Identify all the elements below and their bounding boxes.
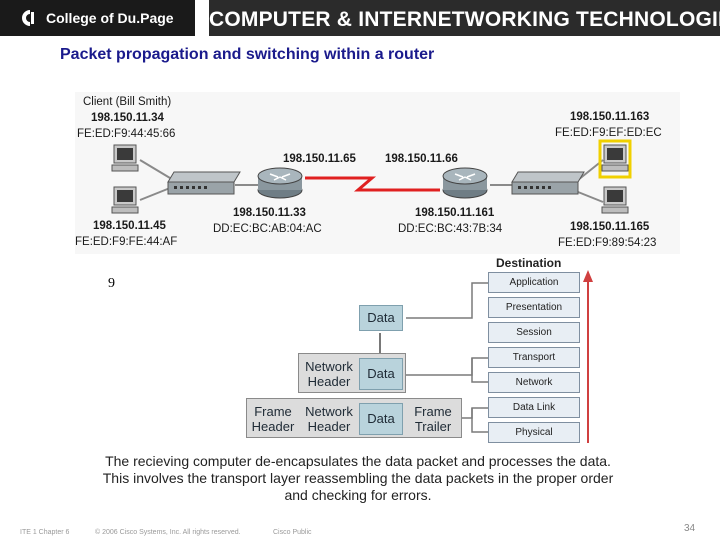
osi-stack: Application Presentation Session Transpo… (488, 270, 582, 446)
footer-chapter: ITE 1 Chapter 6 (20, 529, 70, 536)
osi-layer-application: Application (488, 272, 580, 293)
osi-layer-transport: Transport (488, 347, 580, 368)
router1-wan-ip: 198.150.11.65 (283, 153, 356, 165)
osi-layer-datalink: Data Link (488, 397, 580, 418)
osi-connectors (376, 270, 593, 443)
network-header-line2: Header (307, 419, 351, 434)
network-header-line1: Network (305, 359, 353, 374)
caption-line: The recieving computer de-encapsulates t… (105, 453, 611, 469)
router1-lan-ip: 198.150.11.33 (233, 207, 306, 219)
frame-trailer-line1: Frame (414, 404, 452, 419)
college-logo: College of Du.Page (0, 0, 195, 36)
router2-lan-ip: 198.150.11.161 (415, 207, 495, 219)
frame-trailer-line2: Trailer (414, 419, 452, 434)
computer-icon (601, 186, 629, 214)
client-label: Client (Bill Smith) (83, 96, 172, 108)
footer-classification: Cisco Public (273, 529, 312, 536)
switch-icon (167, 171, 241, 195)
network-header-label: Network Header (300, 404, 358, 434)
frame-frame (246, 398, 462, 438)
caption: The recieving computer de-encapsulates t… (86, 453, 630, 504)
header-divider (195, 0, 209, 36)
router-icon (257, 167, 303, 199)
caption-line: and checking for errors. (284, 487, 432, 503)
router-icon (442, 167, 488, 199)
computer-icon-highlighted (598, 139, 632, 179)
data-box: Data (359, 403, 403, 435)
osi-layer-physical: Physical (488, 422, 580, 443)
data-box: Data (359, 305, 403, 331)
network-header-line1: Network (305, 404, 353, 419)
footer-copyright: © 2006 Cisco Systems, Inc. All rights re… (95, 529, 241, 536)
college-logo-icon (22, 10, 34, 26)
network-diagram (111, 139, 632, 214)
connector-data-application (406, 282, 488, 319)
osi-layer-session: Session (488, 322, 580, 343)
network-header-label: Network Header (300, 359, 358, 389)
page-number: 34 (684, 523, 696, 534)
router2-lan-mac: DD:EC:BC:43:7B:34 (398, 223, 503, 235)
network-header-line2: Header (307, 374, 351, 389)
slide-title: Packet propagation and switching within … (60, 46, 435, 63)
connector-physical (471, 408, 488, 433)
host-mac: FE:ED:F9:89:54:23 (558, 237, 657, 249)
computer-icon (111, 186, 139, 214)
caption-line: This involves the transport layer reasse… (102, 470, 614, 486)
client-ip: 198.150.11.34 (91, 112, 164, 124)
router2-wan-ip: 198.150.11.66 (385, 153, 458, 165)
header-title: COMPUTER & INTERNETWORKING TECHNOLOGIES (209, 0, 720, 36)
frame-trailer-label: Frame Trailer (407, 404, 459, 434)
frame-header-line2: Header (251, 419, 295, 434)
data-box: Data (359, 358, 403, 390)
host-ip: 198.150.11.163 (570, 111, 650, 123)
arrow-up-icon (583, 270, 593, 443)
osi-layer-presentation: Presentation (488, 297, 580, 318)
connector-data-transport (406, 357, 488, 376)
frame-header-line1: Frame (254, 404, 292, 419)
host-mac: FE:ED:F9:EF:ED:EC (555, 127, 662, 139)
osi-layer-network: Network (488, 372, 580, 393)
switch-icon (511, 171, 585, 195)
wan-serial-link (305, 176, 440, 192)
host-ip: 198.150.11.165 (570, 221, 650, 233)
college-name: College of Du.Page (46, 10, 174, 26)
router1-lan-mac: DD:EC:BC:AB:04:AC (213, 223, 322, 235)
client-mac: FE:ED:F9:44:45:66 (77, 128, 176, 140)
frame-header-label: Frame Header (248, 404, 298, 434)
slide-marker-number: 9 (108, 276, 115, 291)
host-mac: FE:ED:F9:FE:44:AF (75, 236, 178, 248)
host-ip: 198.150.11.45 (93, 220, 166, 232)
destination-label: Destination (496, 256, 562, 270)
lan-links (139, 159, 604, 203)
computer-icon (111, 144, 139, 172)
connector-network (471, 358, 488, 383)
